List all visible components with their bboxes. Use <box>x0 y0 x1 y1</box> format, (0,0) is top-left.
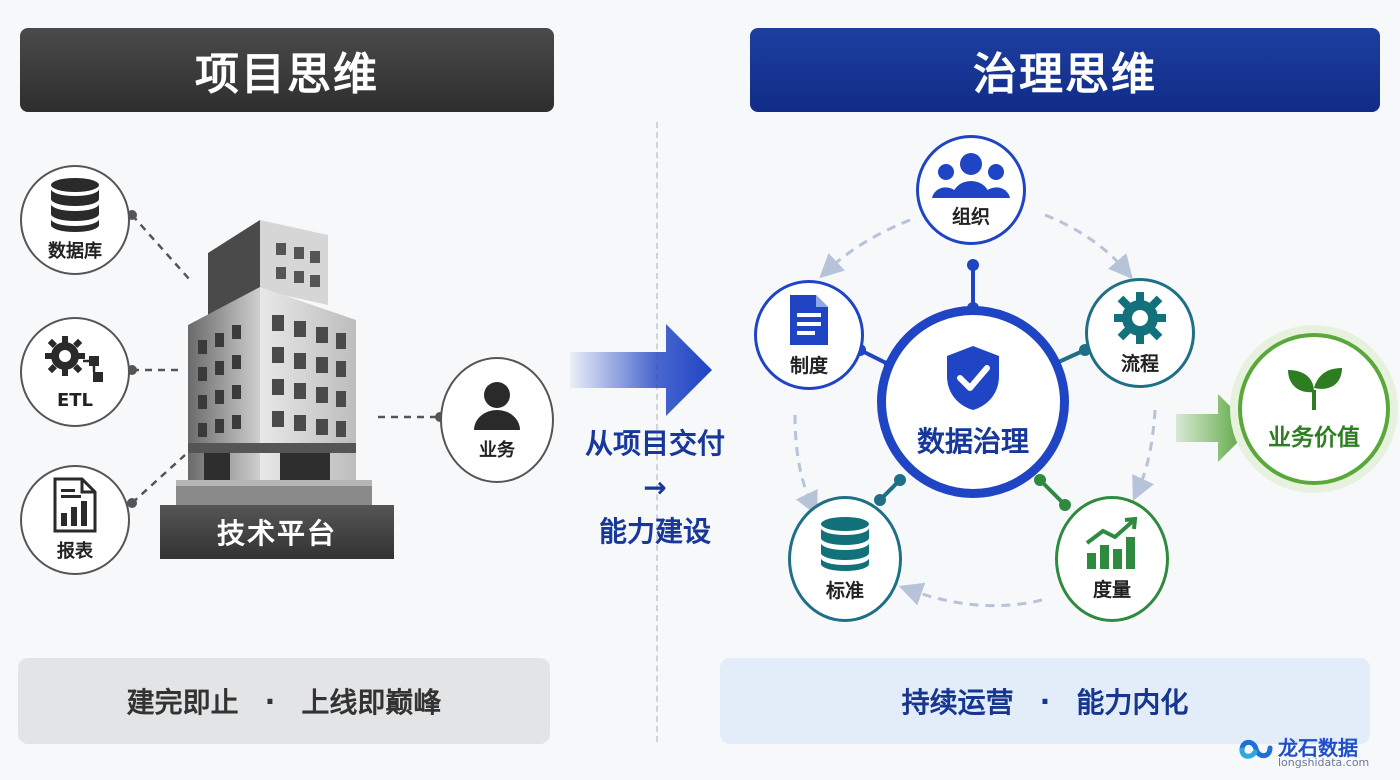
project-summary-2: 上线即巅峰 <box>301 686 442 719</box>
governance-summary-2: 能力内化 <box>1076 686 1189 719</box>
policy-node: 制度 <box>754 280 864 390</box>
document-icon <box>790 294 828 345</box>
metric-node: 度量 <box>1055 496 1169 622</box>
transition-caption: 从项目交付 → 能力建设 <box>570 422 740 554</box>
project-summary-box: 建完即止 · 上线即巅峰 <box>18 658 550 744</box>
policy-label: 制度 <box>789 354 828 377</box>
value-arrow <box>1176 394 1252 462</box>
report-label: 报表 <box>57 541 93 562</box>
transition-arrow <box>570 324 712 416</box>
transition-arrow-glyph: → <box>643 471 667 504</box>
growth-chart-icon <box>1085 516 1138 569</box>
person-icon <box>474 382 520 430</box>
process-node: 流程 <box>1085 278 1195 388</box>
project-thinking-title: 项目思维 <box>195 49 379 100</box>
section-divider <box>656 122 658 742</box>
project-summary-sep: · <box>264 684 276 718</box>
governance-summary-sep: · <box>1039 684 1051 718</box>
data-governance-label: 数据治理 <box>916 425 1029 458</box>
project-thinking-header: 项目思维 <box>20 28 554 112</box>
project-summary-1: 建完即止 <box>126 686 239 719</box>
etl-label: ETL <box>56 389 94 411</box>
org-node: 组织 <box>916 135 1026 245</box>
report-node: 报表 <box>20 465 130 575</box>
transition-line-1: 从项目交付 <box>584 427 725 460</box>
business-value-label: 业务价值 <box>1268 425 1360 451</box>
business-node: 业务 <box>440 357 554 483</box>
team-icon <box>932 152 1010 198</box>
tech-platform-text: 技术平台 <box>216 517 337 550</box>
brand-name: 龙石数据 <box>1278 736 1358 760</box>
etl-node: ETL <box>20 317 130 427</box>
database-label: 数据库 <box>48 241 102 262</box>
report-chart-icon <box>53 477 97 533</box>
org-label: 组织 <box>951 205 990 228</box>
building-illustration <box>176 220 372 505</box>
transition-line-2: 能力建设 <box>598 515 711 548</box>
governance-thinking-title: 治理思维 <box>973 49 1157 100</box>
standard-node: 标准 <box>788 496 902 622</box>
infinity-logo-icon <box>1239 739 1273 759</box>
gear-flow-icon <box>45 335 103 382</box>
brand-logo: 龙石数据 longshidata.com <box>1238 730 1388 774</box>
governance-summary-box: 持续运营 · 能力内化 <box>720 658 1370 744</box>
governance-thinking-header: 治理思维 <box>750 28 1380 112</box>
gear-icon <box>1114 291 1166 344</box>
business-label: 业务 <box>479 440 515 461</box>
shield-check-icon <box>947 346 999 410</box>
metric-label: 度量 <box>1092 578 1131 601</box>
tech-platform-label: 技术平台 <box>160 505 394 559</box>
governance-summary-1: 持续运营 <box>901 686 1014 719</box>
sprout-icon <box>1288 368 1342 410</box>
business-value-node: 业务价值 <box>1238 333 1390 485</box>
standard-label: 标准 <box>825 579 864 602</box>
data-governance-center: 数据治理 <box>877 306 1069 498</box>
process-label: 流程 <box>1120 352 1159 375</box>
database-icon <box>51 178 99 232</box>
database-node: 数据库 <box>20 165 130 275</box>
database-stack-icon <box>821 516 869 571</box>
brand-url: longshidata.com <box>1278 756 1370 769</box>
